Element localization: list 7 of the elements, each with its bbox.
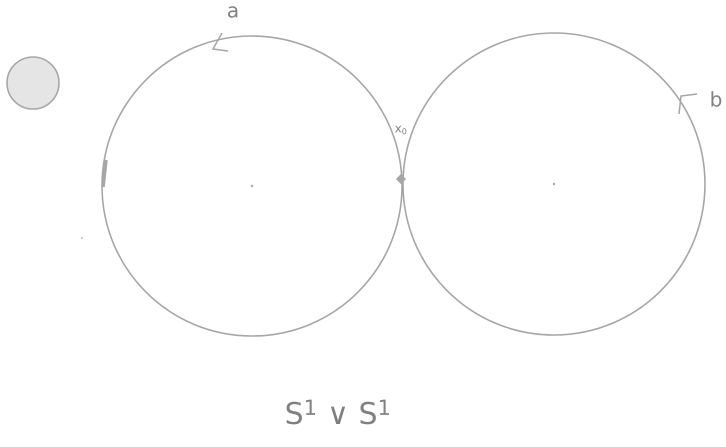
point-label: x$_{0}$ — [394, 124, 408, 136]
arc-label: a — [228, 6, 238, 18]
caption: S$^{1}$ ∨ S$^{1}$ — [286, 400, 389, 424]
circle-outline — [101, 35, 403, 337]
circle-outline — [402, 32, 706, 336]
filled-circle — [6, 56, 60, 110]
arc-label: b — [711, 91, 722, 107]
